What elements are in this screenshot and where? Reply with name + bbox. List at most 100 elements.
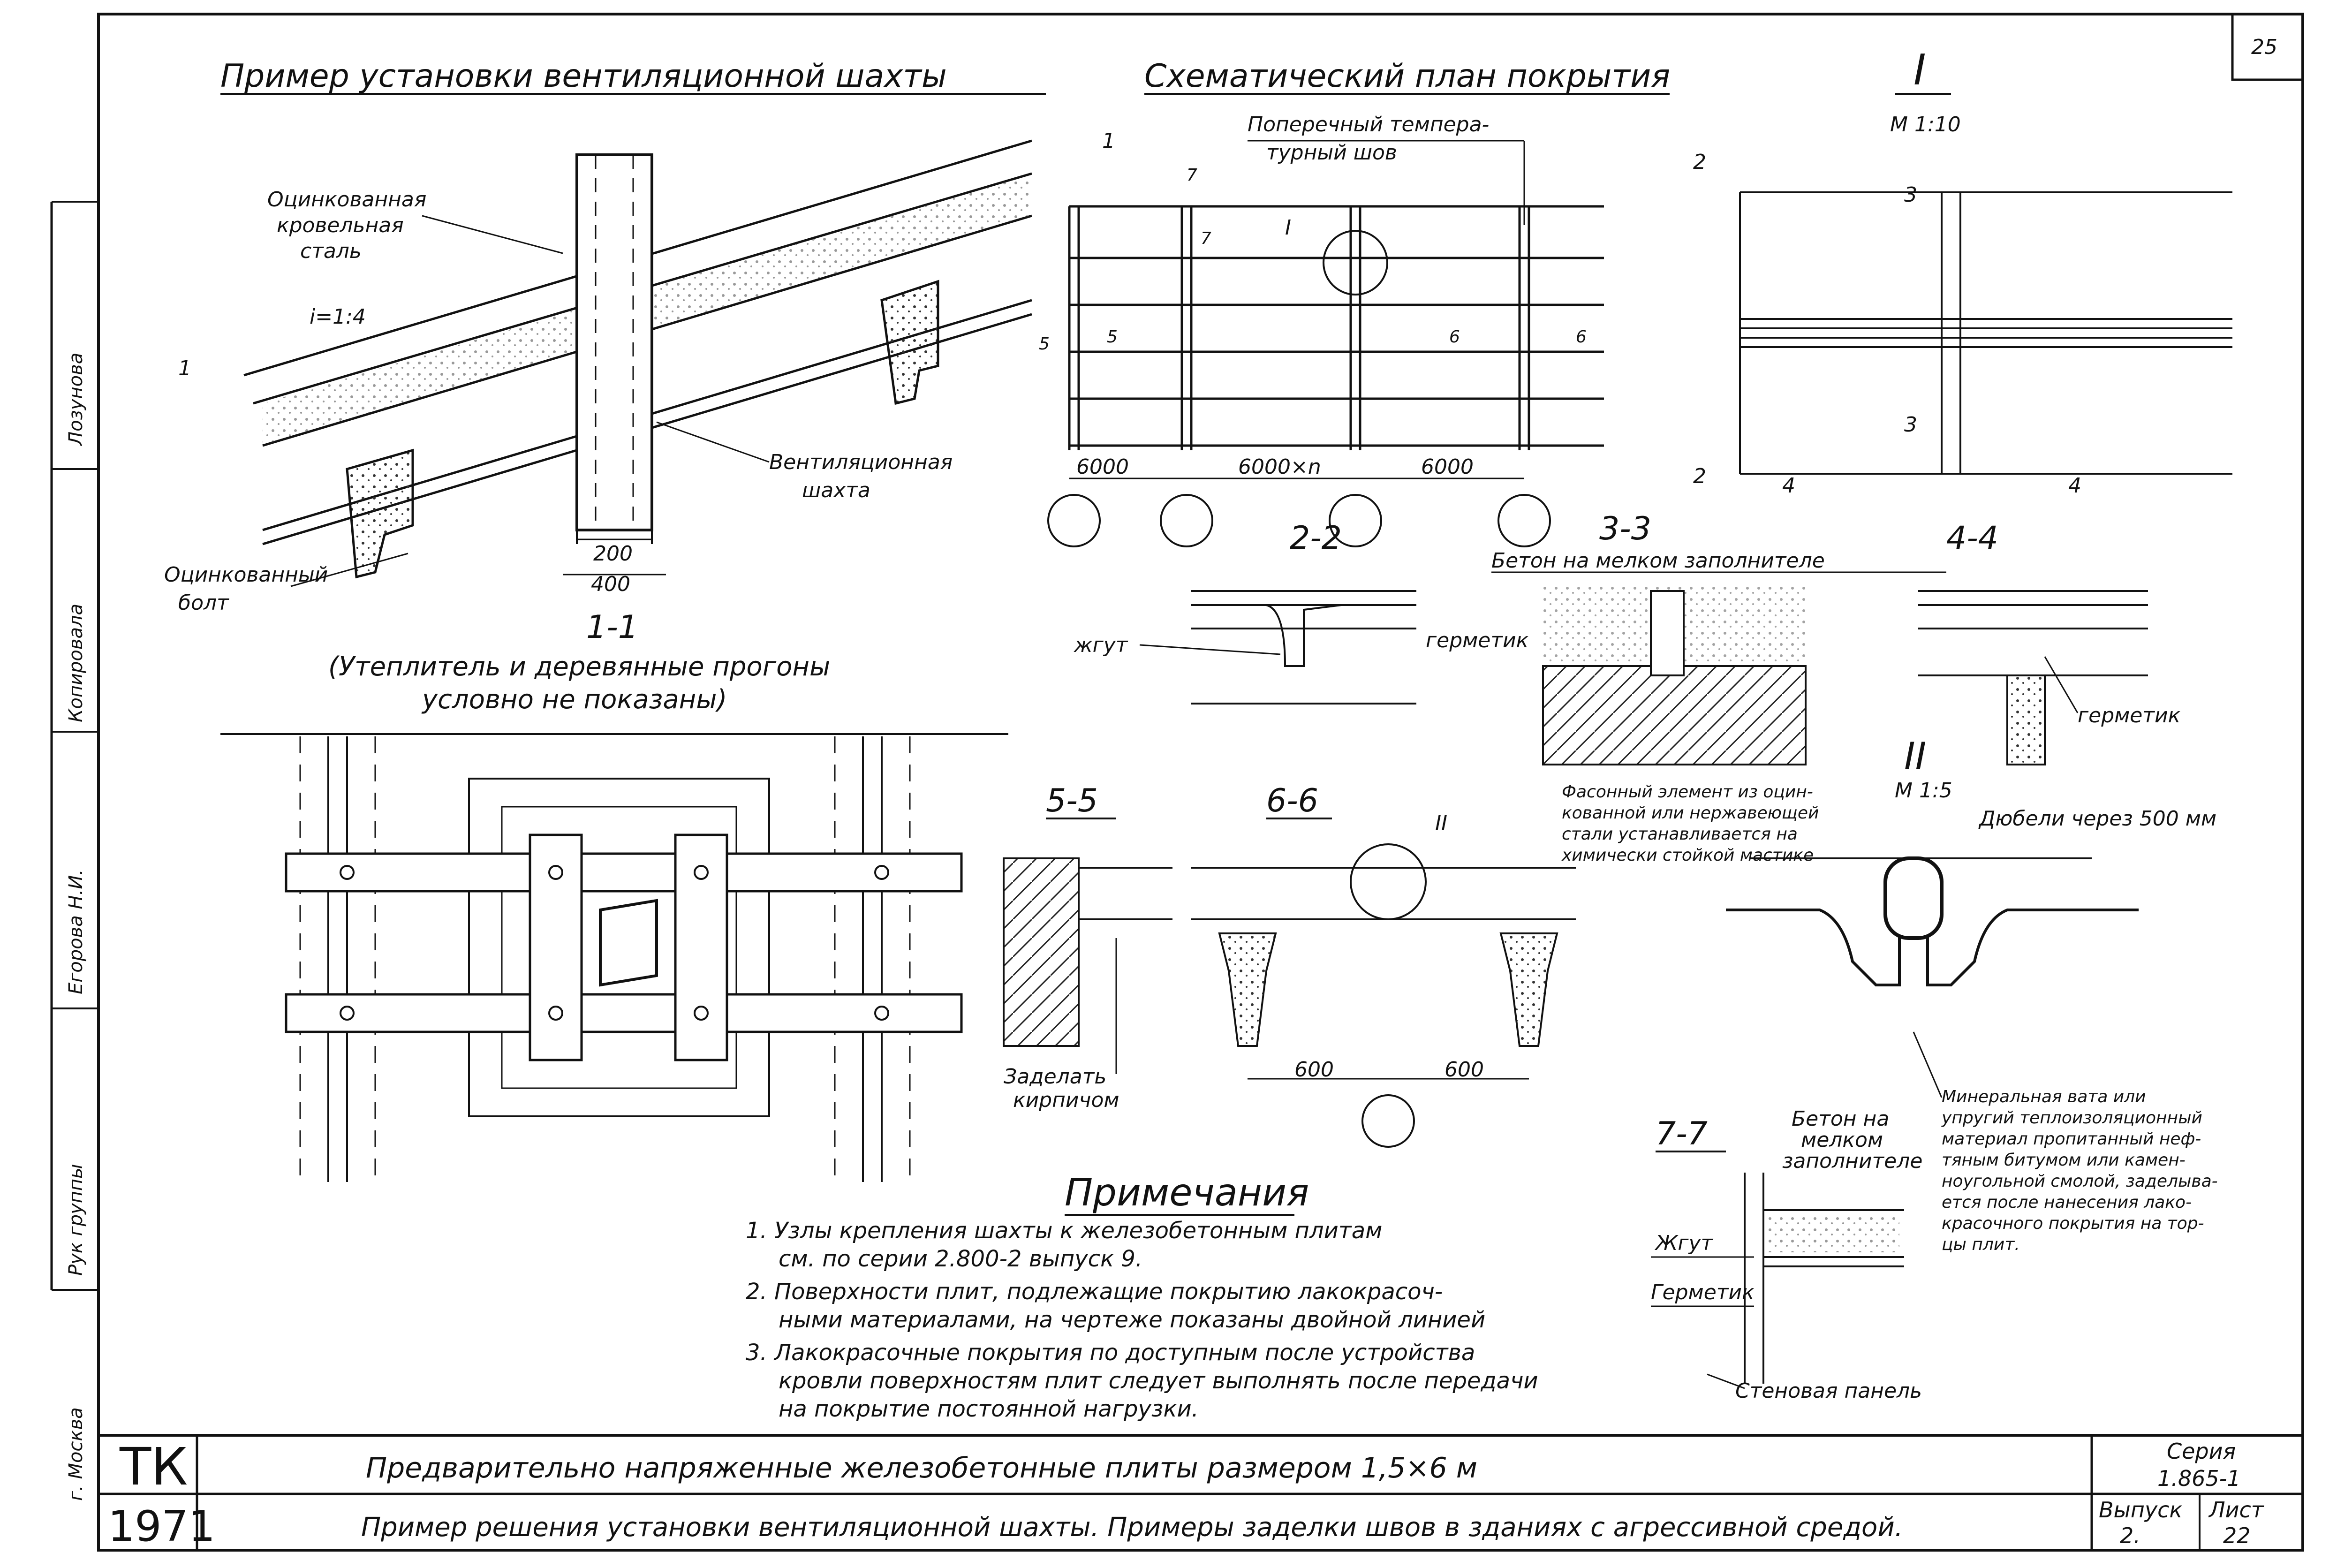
roof-plan: Схематический план покрытия Поперечный т… (1039, 58, 1670, 547)
plan-dim-1: 6000 (1076, 455, 1129, 479)
sealant-label-1: герметик (1426, 629, 1529, 652)
detailI-mark-4a: 4 (1782, 474, 1795, 498)
s33-title: 3-3 (1599, 510, 1651, 547)
plan-mark-6a: 6 (1449, 327, 1460, 347)
concrete-label: Бетон на мелком заполнителе (1491, 549, 1825, 573)
detailI-scale: М 1:10 (1890, 113, 1961, 136)
side-row-3: Егорова Н.И. (65, 869, 87, 994)
purlin-bottom (285, 993, 963, 1033)
rib-left (346, 448, 414, 579)
steel-l3: сталь (300, 239, 362, 263)
s44-title: 4-4 (1946, 520, 1998, 557)
sheet-title-2: Пример решения установки вентиляционной … (361, 1512, 1903, 1543)
s77-concrete-l2: мелком (1801, 1128, 1883, 1152)
issue-label: Выпуск (2099, 1497, 2182, 1523)
shaped-l4: химически стойкой мастике (1561, 846, 1814, 865)
detailII-scale: М 1:5 (1895, 779, 1952, 803)
note-3-l3: на покрытие постоянной нагрузки. (779, 1396, 1199, 1422)
dowels-label: Дюбели через 500 мм (1978, 807, 2216, 831)
s77-panel: Стеновая панель (1735, 1379, 1922, 1403)
detailII-title: II (1904, 735, 1926, 778)
side-stamp: Лозунова Копировала Егорова Н.И. Рук гру… (50, 201, 100, 1501)
sheet-value: 22 (2223, 1523, 2251, 1548)
stamp-tk: ТК (119, 1437, 188, 1497)
steel-l2: кровельная (277, 213, 404, 237)
wool-l3: материал пропитанный неф- (1942, 1129, 2201, 1149)
shaped-l2: кованной или нержавеющей (1562, 803, 1819, 823)
brick-l1: Заделать (1004, 1065, 1106, 1089)
detailI-title: I (1913, 45, 1926, 95)
steel-l1: Оцинкованная (267, 188, 426, 212)
note-1-l1: 1. Узлы крепления шахты к железобетонным… (746, 1218, 1382, 1244)
s77-concrete-l1: Бетон на (1792, 1107, 1889, 1131)
s77-sealant: Герметик (1651, 1280, 1755, 1304)
bolt-l2: болт (178, 591, 229, 615)
series-value: 1.865-1 (2157, 1466, 2241, 1491)
section-1-1: 1-1 (Утеплитель и деревянные прогоны усл… (220, 609, 1008, 1182)
side-row-2: Копировала (65, 604, 87, 722)
plan-mark-I: I (1285, 216, 1291, 240)
detailI-mark-2b: 2 (1693, 464, 1706, 488)
plan-title: Схематический план покрытия (1144, 58, 1670, 95)
s77-title: 7-7 (1656, 1115, 1708, 1152)
plan-mark-6b: 6 (1576, 327, 1587, 347)
sections-row: 2-2 3-3 4-4 Бетон на мелком заполнителе … (1074, 510, 2181, 765)
joint-l2: турный шов (1266, 141, 1397, 165)
sheet-title-1: Предварительно напряженные железобетонны… (366, 1452, 1477, 1485)
wool-l8: цы плит. (1942, 1235, 2020, 1254)
note-1-l2: см. по серии 2.800-2 выпуск 9. (779, 1246, 1142, 1272)
issue-value: 2. (2120, 1523, 2140, 1548)
notes: Примечания 1. Узлы крепления шахты к жел… (746, 1171, 1538, 1422)
side-row-1: Лозунова (65, 353, 87, 447)
notes-title: Примечания (1065, 1171, 1309, 1214)
plan-dim-3: 6000 (1421, 455, 1474, 479)
section11-cap2: условно не показаны) (421, 684, 727, 715)
bolt-l1: Оцинкованный (164, 563, 328, 587)
s22-title: 2-2 (1290, 520, 1342, 557)
plan-mark-7a: 7 (1187, 166, 1197, 185)
wool-l4: тяным битумом или камен- (1942, 1151, 2186, 1170)
wool-l6: ется после нанесения лако- (1942, 1193, 2192, 1212)
s77-tourniquet: Жгут (1654, 1231, 1714, 1255)
shaped-l1: Фасонный элемент из оцин- (1562, 782, 1813, 802)
wool-l5: ноугольной смолой, заделыва- (1942, 1172, 2218, 1191)
wool-l1: Минеральная вата или (1942, 1087, 2146, 1106)
section11-title: 1-1 (586, 609, 638, 646)
section-mark-1: 1 (178, 356, 191, 380)
note-2-l1: 2. Поверхности плит, подлежащие покрытию… (746, 1279, 1443, 1305)
plan-mark-5b: 5 (1107, 327, 1118, 347)
sections-5-6: 5-5 Заделать кирпичом 6-6 II 600 600 (1003, 782, 1576, 1148)
detailI-mark-4b: 4 (2068, 474, 2081, 498)
shaft-l2: шахта (802, 478, 870, 502)
note-3-l2: кровли поверхностям плит следует выполня… (779, 1368, 1538, 1394)
rib-right (880, 280, 939, 405)
wool-l2: упругий теплоизоляционный (1941, 1108, 2202, 1128)
shaft-example: Пример установки вентиляционной шахты 20… (164, 58, 1046, 615)
shaft-title: Пример установки вентиляционной шахты (220, 58, 947, 95)
detail-I: I М 1:10 2 3 3 2 4 4 (1693, 45, 2232, 498)
slope: i=1:4 (310, 305, 366, 329)
purlin-top (285, 852, 963, 893)
tourniquet-label: жгут (1074, 633, 1128, 657)
side-row-4: Рук группы (65, 1164, 87, 1276)
s55-title: 5-5 (1046, 782, 1098, 819)
brick-l2: кирпичом (1013, 1088, 1119, 1112)
detailI-mark-2a: 2 (1693, 150, 1706, 174)
dim-600a: 600 (1294, 1058, 1334, 1082)
note-2-l2: ными материалами, на чертеже показаны дв… (779, 1307, 1485, 1333)
dim-200: 200 (593, 542, 633, 566)
dim-400: 400 (591, 572, 630, 596)
wool-l7: красочного покрытия на тор- (1942, 1214, 2204, 1233)
s77-concrete-l3: заполнителе (1782, 1149, 1922, 1173)
page-number: 25 (2251, 35, 2277, 59)
page-number-box (2231, 13, 2304, 81)
section-7-7: 7-7 Бетон на мелком заполнителе Жгут Гер… (1651, 1107, 1922, 1403)
detailI-mark-3a: 3 (1904, 183, 1917, 207)
title-block: ТК 1971 Предварительно напряженные желез… (98, 1434, 2303, 1551)
section11-cap1: (Утеплитель и деревянные прогоны (328, 651, 830, 682)
series-label: Серия (2167, 1439, 2236, 1464)
detailI-mark-3b: 3 (1904, 413, 1917, 437)
plan-mark-1: 1 (1102, 129, 1115, 153)
sealant-label-2: герметик (2078, 704, 2181, 727)
